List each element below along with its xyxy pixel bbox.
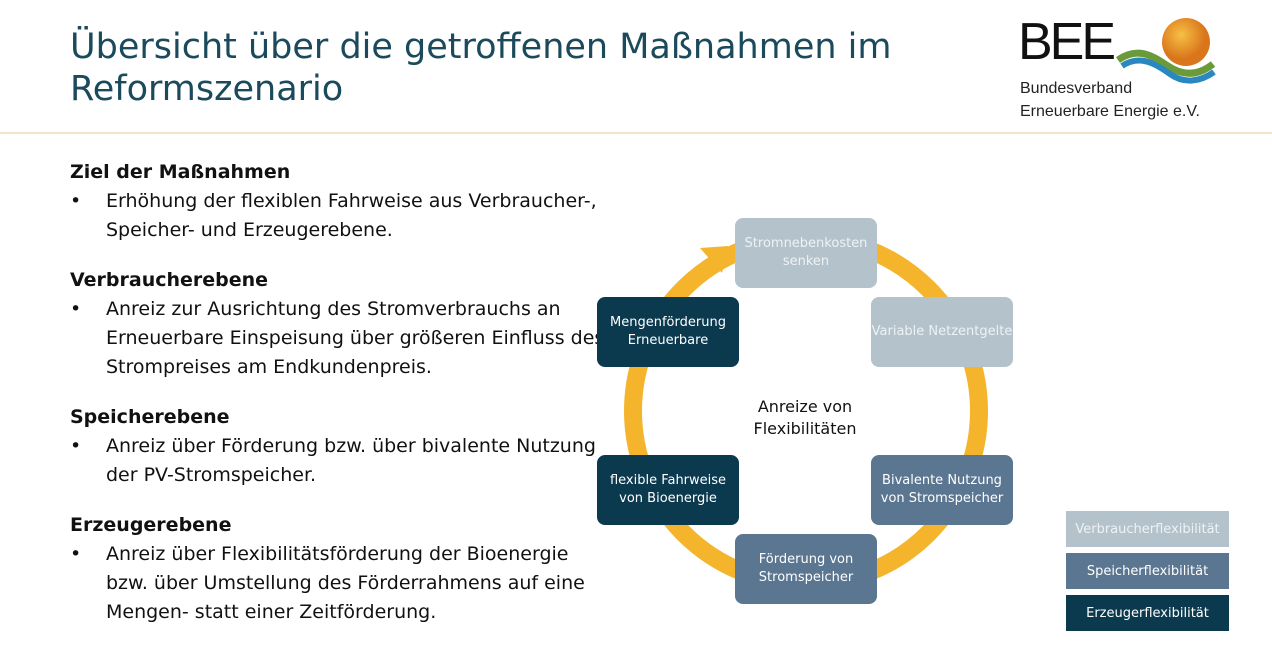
section-heading: Ziel der Maßnahmen xyxy=(70,161,291,183)
header-divider xyxy=(0,132,1272,134)
bullet-icon: • xyxy=(70,298,82,320)
bee-logo: BEE Bundesverband Erneuerbare Energie e.… xyxy=(1018,14,1218,124)
section-storage: Speicherebene • Anreiz über Förderung bzw… xyxy=(70,403,610,490)
logo-line1: Bundesverband xyxy=(1020,80,1133,97)
cycle-item-bivalente-nutzung: Bivalente Nutzung von Stromspeicher xyxy=(871,455,1013,525)
bullet-text: Anreiz über Förderung bzw. über bivalent… xyxy=(106,435,596,486)
cycle-arrow-icon xyxy=(700,246,728,273)
cycle-center-label: Anreize von Flexibilitäten xyxy=(753,397,857,438)
bullet-text: Anreiz über Flexibilitätsförderung der B… xyxy=(106,543,585,623)
bullet-text: Anreiz zur Ausrichtung des Stromverbrauc… xyxy=(106,298,605,378)
legend-storage: Speicherflexibilität xyxy=(1066,553,1229,589)
legend-generator: Erzeugerflexibilität xyxy=(1066,595,1229,631)
cycle-item-stromnebenkosten: Stromnebenkosten senken xyxy=(735,218,877,288)
section-heading: Speicherebene xyxy=(70,406,230,428)
cycle-item-bioenergie: flexible Fahrweise von Bioenergie xyxy=(597,455,739,525)
section-heading: Erzeugerebene xyxy=(70,514,232,536)
logo-sun-wave-icon xyxy=(1115,18,1216,84)
legend-consumer: Verbraucherflexibilität xyxy=(1066,511,1229,547)
page-title: Übersicht über die getroffenen Maßnahmen… xyxy=(70,27,892,109)
cycle-item-netzentgelte: Variable Netzentgelte xyxy=(871,297,1013,367)
cycle-item-foerderung-speicher: Förderung von Stromspeicher xyxy=(735,534,877,604)
bullet-icon: • xyxy=(70,543,82,565)
logo-abbr: BEE xyxy=(1018,13,1116,71)
bullet-text: Erhöhung der flexiblen Fahrweise aus Ver… xyxy=(106,190,597,241)
logo-line2: Erneuerbare Energie e.V. xyxy=(1020,103,1200,120)
measures-text: Ziel der Maßnahmen • Erhöhung der flexibl… xyxy=(70,158,610,648)
cycle-item-mengenfoerderung: Mengenförderung Erneuerbare xyxy=(597,297,739,367)
section-goal: Ziel der Maßnahmen • Erhöhung der flexibl… xyxy=(70,158,610,245)
bullet-icon: • xyxy=(70,190,82,212)
section-consumer: Verbraucherebene • Anreiz zur Ausrichtung… xyxy=(70,266,610,382)
section-heading: Verbraucherebene xyxy=(70,269,269,291)
section-generator: Erzeugerebene • Anreiz über Flexibilitäts… xyxy=(70,511,610,627)
bullet-icon: • xyxy=(70,435,82,457)
